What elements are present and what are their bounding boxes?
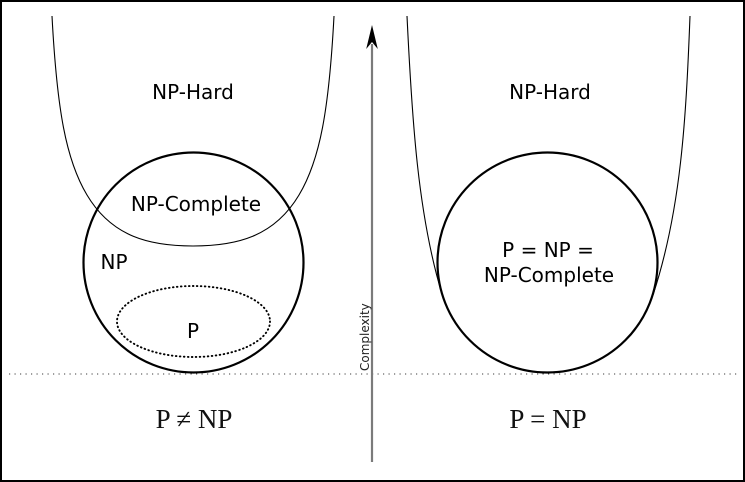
caption-p-neq-np: P ≠ NP	[156, 404, 233, 434]
right-panel-p-eq-np: NP-Hard P = NP = NP-Complete P = NP	[406, 15, 691, 434]
p-eq-np-circle-label-line1: P = NP =	[502, 238, 594, 262]
complexity-axis-label: Complexity	[358, 303, 372, 371]
np-hard-boundary-curve-right-west	[406, 15, 443, 295]
caption-p-eq-np: P = NP	[509, 404, 586, 434]
np-hard-boundary-curve-left	[51, 15, 335, 247]
p-dotted-ellipse	[116, 285, 271, 358]
p-label: P	[187, 319, 199, 343]
np-hard-label-left: NP-Hard	[152, 80, 234, 104]
np-complete-label-left: NP-Complete	[131, 192, 261, 216]
np-hard-label-right: NP-Hard	[509, 80, 591, 104]
p-eq-np-circle-label-line2: NP-Complete	[484, 263, 614, 287]
p-np-npcomplete-circle	[436, 151, 659, 374]
np-label: NP	[100, 250, 127, 274]
up-arrow-icon	[366, 25, 378, 49]
left-panel-p-neq-np: NP-Hard NP-Complete NP P P ≠ NP	[51, 15, 335, 434]
complexity-axis-group: Complexity	[358, 25, 378, 462]
np-circle	[82, 151, 305, 374]
np-hard-boundary-curve-right-east	[652, 15, 691, 296]
